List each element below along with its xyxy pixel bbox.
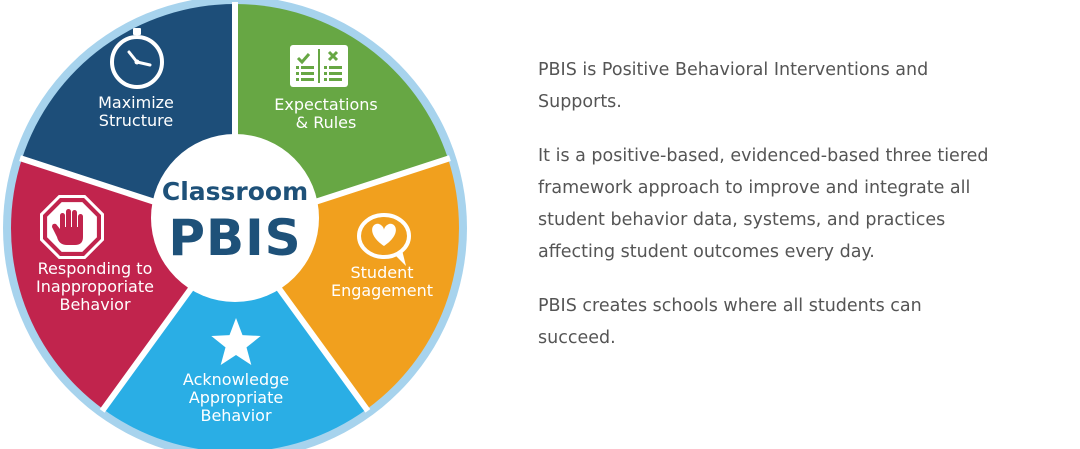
- paragraph-2: It is a positive-based, evidenced-based …: [538, 146, 989, 262]
- center-title-big: PBIS: [168, 209, 301, 267]
- center-title-small: Classroom: [162, 177, 308, 206]
- segment-label-line: Maximize: [98, 93, 174, 112]
- star-icon: [211, 318, 261, 365]
- clock-icon: [110, 28, 164, 89]
- segment-label-line: Responding to: [38, 259, 153, 278]
- paragraph-1: PBIS is Positive Behavioral Intervention…: [538, 60, 929, 112]
- description-text: PBIS is Positive Behavioral Intervention…: [538, 54, 1073, 376]
- stop-hand-icon: [40, 195, 104, 259]
- segment-label-line: Behavior: [59, 295, 130, 314]
- segment-label-expectations-rules: Expectations& Rules: [274, 95, 377, 132]
- segment-label-line: Structure: [99, 111, 173, 130]
- segment-label-line: Appropriate: [189, 388, 283, 407]
- segment-label-line: Expectations: [274, 95, 377, 114]
- classroom-pbis-wheel: Classroom PBIS: [3, 0, 467, 449]
- segment-label-line: & Rules: [296, 113, 357, 132]
- segment-label-line: Acknowledge: [183, 370, 289, 389]
- heart-speech-bubble-icon: [357, 213, 411, 266]
- segment-label-line: Engagement: [331, 281, 433, 300]
- paragraph-3: PBIS creates schools where all students …: [538, 296, 922, 348]
- segment-label-line: Inapproporiate: [36, 277, 154, 296]
- segment-label-line: Student: [351, 263, 414, 282]
- segment-label-line: Behavior: [200, 406, 271, 425]
- center-circle: [151, 134, 319, 302]
- checklist-icon: [290, 45, 348, 87]
